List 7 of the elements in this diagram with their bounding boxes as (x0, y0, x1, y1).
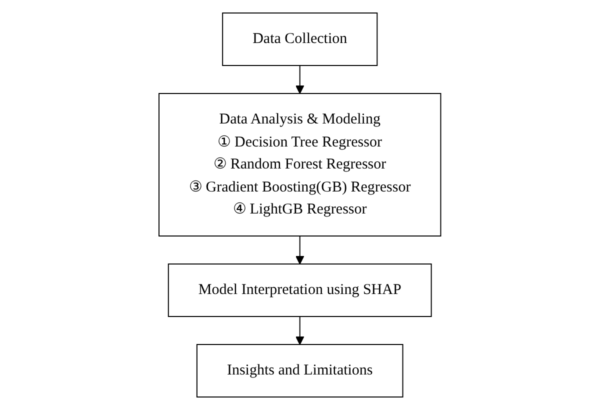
node-box: Data Analysis & Modeling ① Decision Tree Regressor ② Random Forest Regressor ③ Gradient Boosting(GB) Regressor ④ LightGB Regressor (158, 93, 442, 236)
node-box: Insights and Limitations (196, 344, 404, 398)
arrow (296, 65, 304, 94)
node-box: Model Interpretation using SHAP (168, 264, 432, 317)
node-box: Data Collection (222, 12, 378, 66)
arrow (296, 236, 304, 264)
arrow (296, 316, 304, 345)
